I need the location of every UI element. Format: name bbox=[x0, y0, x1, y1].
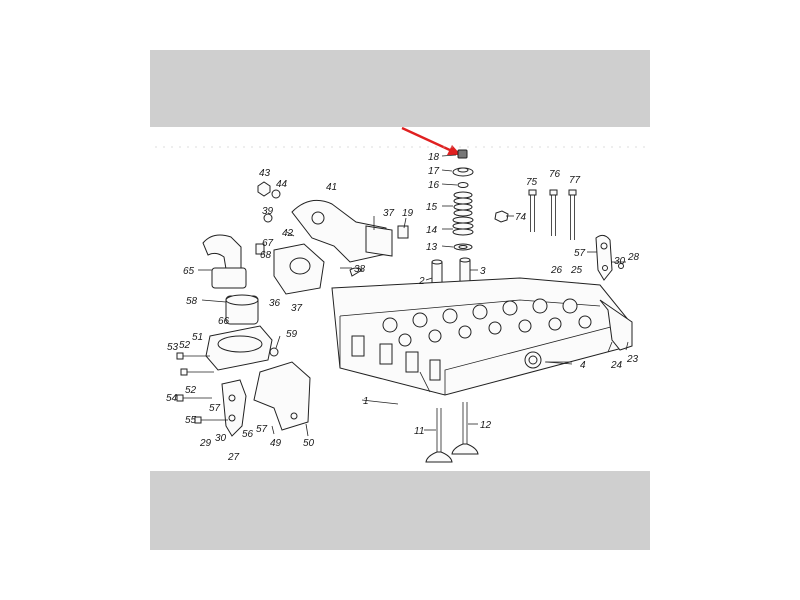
thermostat-housing bbox=[205, 294, 279, 371]
bottom-gray-band bbox=[150, 471, 650, 550]
red-pointer-arrow-icon bbox=[401, 127, 461, 155]
label-66: 66 bbox=[218, 316, 230, 327]
label-50: 50 bbox=[303, 438, 315, 449]
label-52-mid: 52 bbox=[185, 385, 197, 396]
label-12: 12 bbox=[480, 420, 492, 431]
label-39: 39 bbox=[262, 206, 274, 217]
label-36: 36 bbox=[269, 298, 281, 309]
label-2: 2 bbox=[418, 276, 425, 287]
label-49: 49 bbox=[270, 438, 282, 449]
label-51: 51 bbox=[192, 332, 203, 343]
top-gray-band bbox=[150, 50, 650, 127]
label-76: 76 bbox=[549, 169, 561, 180]
label-38: 38 bbox=[354, 264, 366, 275]
label-17: 17 bbox=[428, 166, 440, 177]
label-28: 28 bbox=[627, 252, 640, 263]
label-57-right: 57 bbox=[574, 248, 586, 259]
label-37-bottom: 37 bbox=[291, 303, 303, 314]
mounting-bracket-lower bbox=[221, 361, 311, 437]
label-54: 54 bbox=[166, 393, 178, 404]
label-41: 41 bbox=[326, 182, 337, 193]
label-1: 1 bbox=[363, 396, 369, 407]
head-bolts bbox=[528, 189, 577, 240]
label-75: 75 bbox=[526, 177, 538, 188]
label-25: 25 bbox=[570, 265, 583, 276]
label-16: 16 bbox=[428, 180, 440, 191]
label-30-left: 30 bbox=[215, 433, 227, 444]
label-23: 23 bbox=[626, 354, 639, 365]
label-57-bottom: 57 bbox=[256, 424, 268, 435]
label-55: 55 bbox=[185, 415, 197, 426]
label-19: 19 bbox=[402, 208, 414, 219]
part-number-labels: 18 17 16 15 14 13 2 3 74 75 76 77 57 28 … bbox=[166, 152, 640, 463]
parts-diagram-area: 18 17 16 15 14 13 2 3 74 75 76 77 57 28 … bbox=[150, 127, 650, 471]
label-53: 53 bbox=[167, 342, 179, 353]
label-74: 74 bbox=[515, 212, 527, 223]
label-58: 58 bbox=[186, 296, 198, 307]
label-11: 11 bbox=[414, 426, 424, 437]
label-18: 18 bbox=[428, 152, 440, 163]
small-bolts-left bbox=[176, 352, 228, 424]
label-26: 26 bbox=[550, 265, 563, 276]
label-43: 43 bbox=[259, 168, 271, 179]
label-59: 59 bbox=[286, 329, 298, 340]
label-56: 56 bbox=[242, 429, 254, 440]
label-24: 24 bbox=[610, 360, 623, 371]
label-52-top: 52 bbox=[179, 340, 191, 351]
label-4: 4 bbox=[580, 360, 586, 371]
label-65: 65 bbox=[183, 266, 195, 277]
intake-exhaust-valves bbox=[425, 402, 479, 463]
label-3: 3 bbox=[480, 266, 486, 277]
label-30-right: 30 bbox=[614, 256, 626, 267]
cylinder-head-exploded-diagram: 18 17 16 15 14 13 2 3 74 75 76 77 57 28 … bbox=[155, 127, 645, 463]
label-15: 15 bbox=[426, 202, 438, 213]
label-42: 42 bbox=[282, 228, 294, 239]
label-68: 68 bbox=[260, 250, 272, 261]
label-77: 77 bbox=[569, 175, 581, 186]
cylinder-head-block bbox=[331, 277, 633, 405]
label-44: 44 bbox=[276, 179, 288, 190]
label-37-top: 37 bbox=[383, 208, 395, 219]
intake-manifold-parts bbox=[202, 181, 409, 295]
label-14: 14 bbox=[426, 225, 438, 236]
label-57-mid: 57 bbox=[209, 403, 221, 414]
label-27: 27 bbox=[227, 452, 240, 463]
label-13: 13 bbox=[426, 242, 438, 253]
label-29: 29 bbox=[199, 438, 212, 449]
label-67: 67 bbox=[262, 238, 274, 249]
valve-spring-assembly bbox=[431, 149, 509, 287]
leader-lines bbox=[198, 154, 629, 437]
